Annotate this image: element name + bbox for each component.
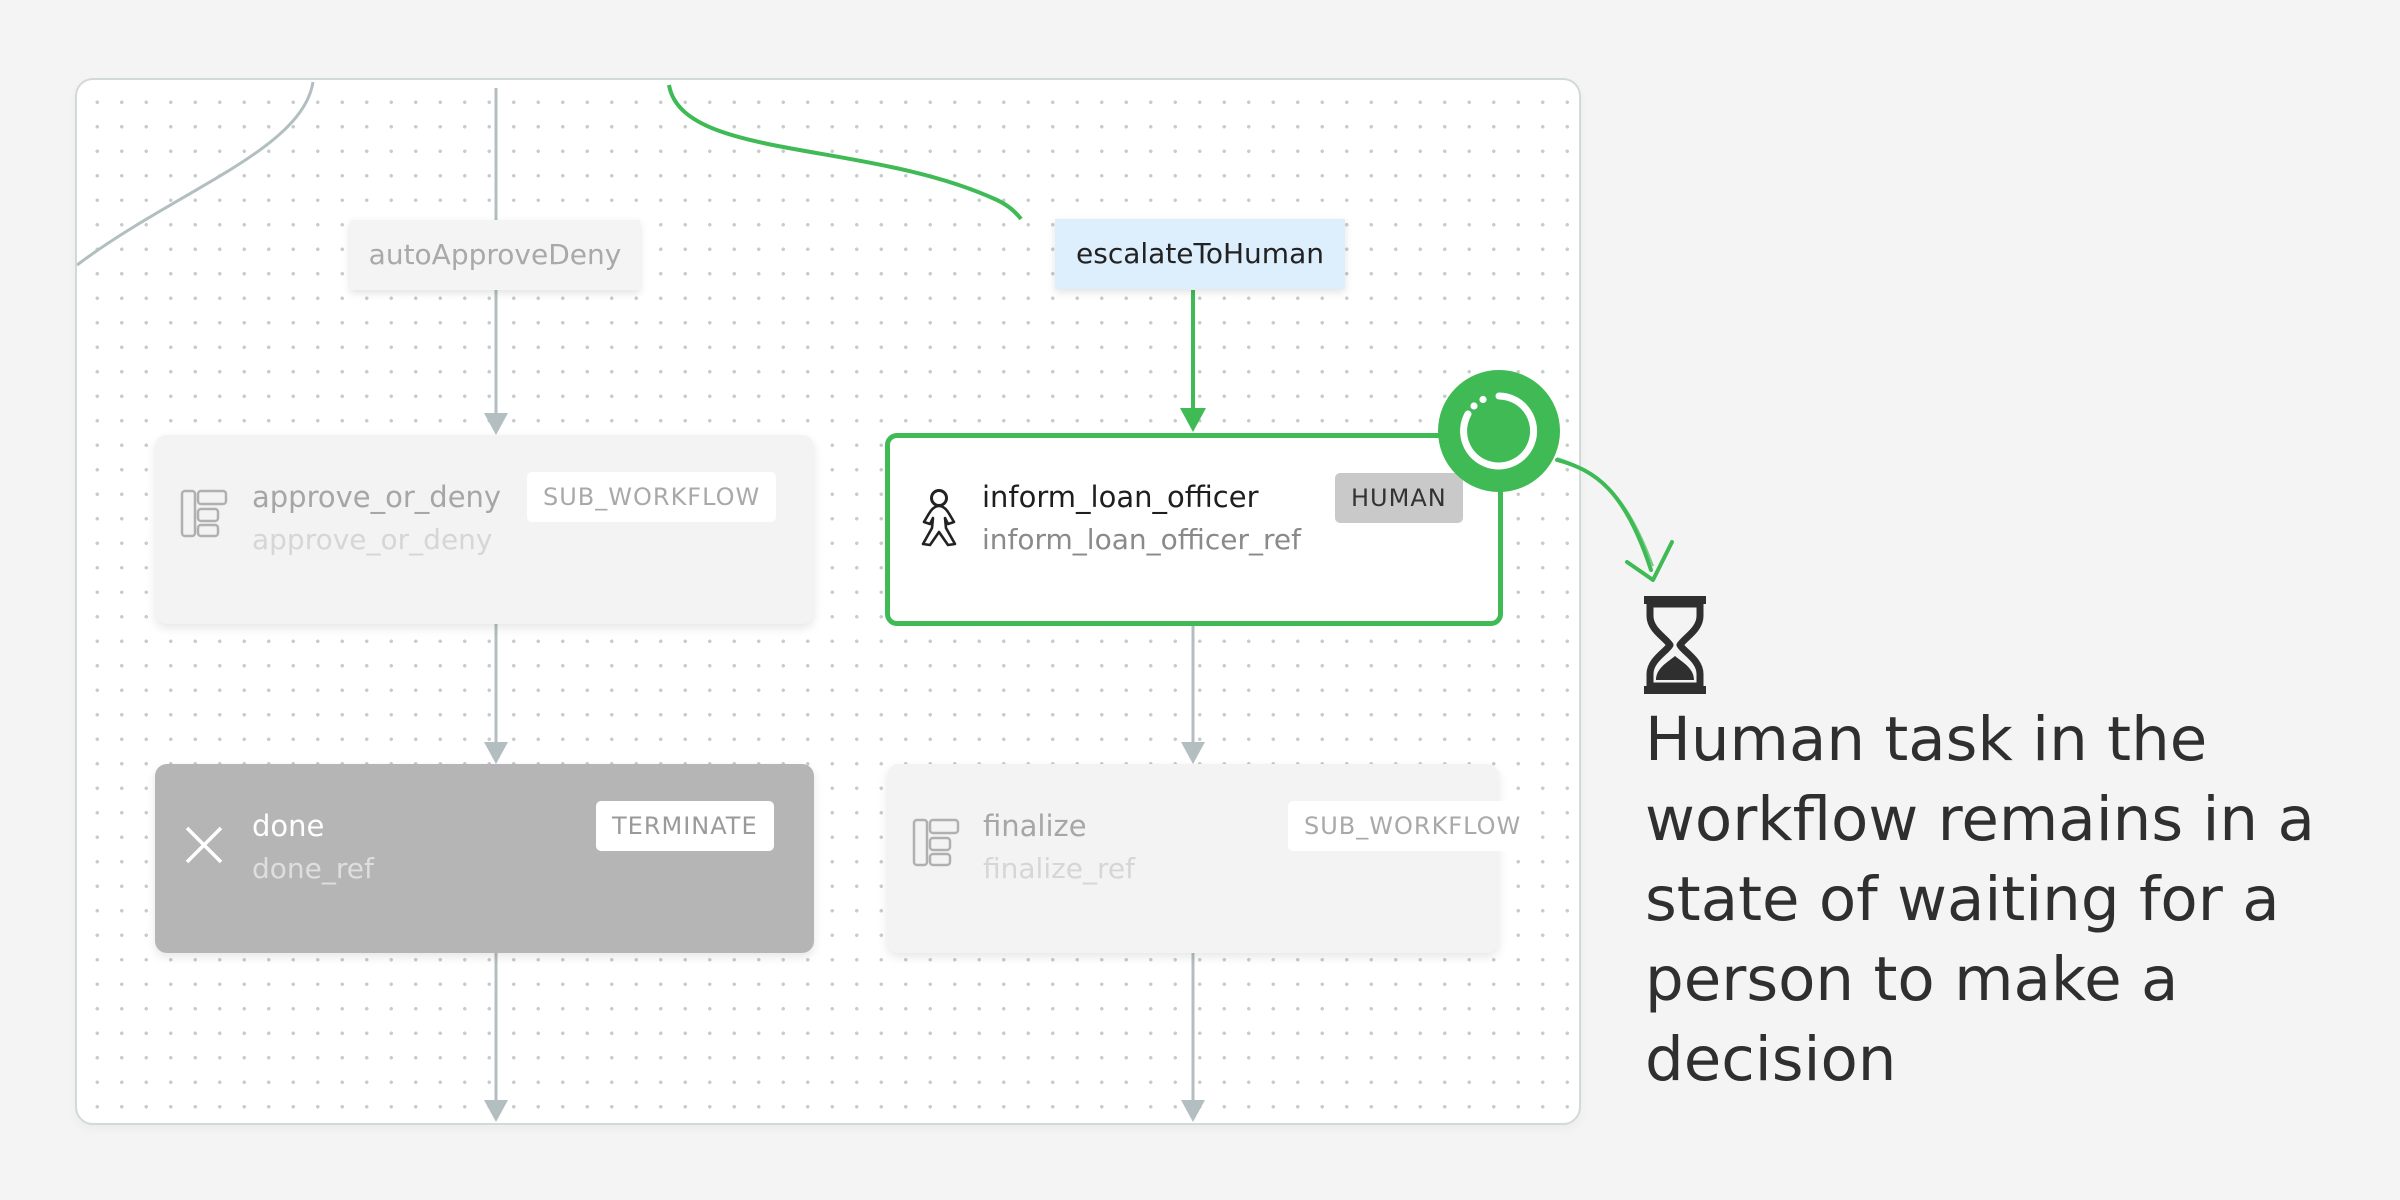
workflow-canvas[interactable]: autoApproveDeny escalateToHuman approve_… (75, 78, 1581, 1125)
task-type-badge: TERMINATE (596, 801, 774, 851)
task-inform-loan-officer[interactable]: inform_loan_officer inform_loan_officer_… (885, 433, 1503, 626)
arrowhead (484, 413, 508, 435)
task-approve-or-deny[interactable]: approve_or_deny approve_or_deny SUB_WORK… (155, 435, 814, 624)
arrowhead (1180, 408, 1206, 432)
arrowhead (484, 1100, 508, 1122)
task-done[interactable]: done done_ref TERMINATE (155, 764, 814, 953)
arrowhead (1181, 742, 1205, 764)
task-type-badge: HUMAN (1335, 473, 1463, 523)
spinner-icon (1460, 392, 1538, 470)
arrowhead (484, 742, 508, 764)
annotation-arrow (1555, 457, 1674, 582)
task-ref: approve_or_deny (252, 523, 493, 556)
task-ref: finalize_ref (983, 852, 1136, 885)
workflow-connections (77, 81, 1206, 1122)
annotation-caption: Human task in the workflow remains in a … (1645, 704, 2315, 1095)
edge-to-escalateToHuman (667, 84, 1023, 221)
decision-escalateToHuman[interactable]: escalateToHuman (1055, 219, 1345, 289)
subworkflow-icon (912, 818, 960, 867)
task-ref: done_ref (252, 852, 374, 885)
task-name: inform_loan_officer (982, 480, 1259, 514)
task-name: finalize (983, 809, 1087, 843)
task-ref: inform_loan_officer_ref (982, 523, 1301, 556)
arrowhead (1181, 1100, 1205, 1122)
close-icon (185, 826, 223, 864)
task-type-badge: SUB_WORKFLOW (527, 472, 777, 522)
task-name: approve_or_deny (252, 480, 502, 514)
task-type-badge: SUB_WORKFLOW (1288, 801, 1538, 851)
hourglass-icon (1644, 596, 1706, 694)
task-finalize[interactable]: finalize finalize_ref SUB_WORKFLOW (887, 764, 1538, 953)
subworkflow-icon (180, 489, 228, 538)
in-progress-status-indicator (1438, 370, 1560, 492)
task-name: done (252, 809, 325, 843)
person-icon (921, 489, 957, 547)
decision-autoApproveDeny[interactable]: autoApproveDeny (350, 220, 640, 290)
edge-incoming-left (77, 81, 315, 267)
